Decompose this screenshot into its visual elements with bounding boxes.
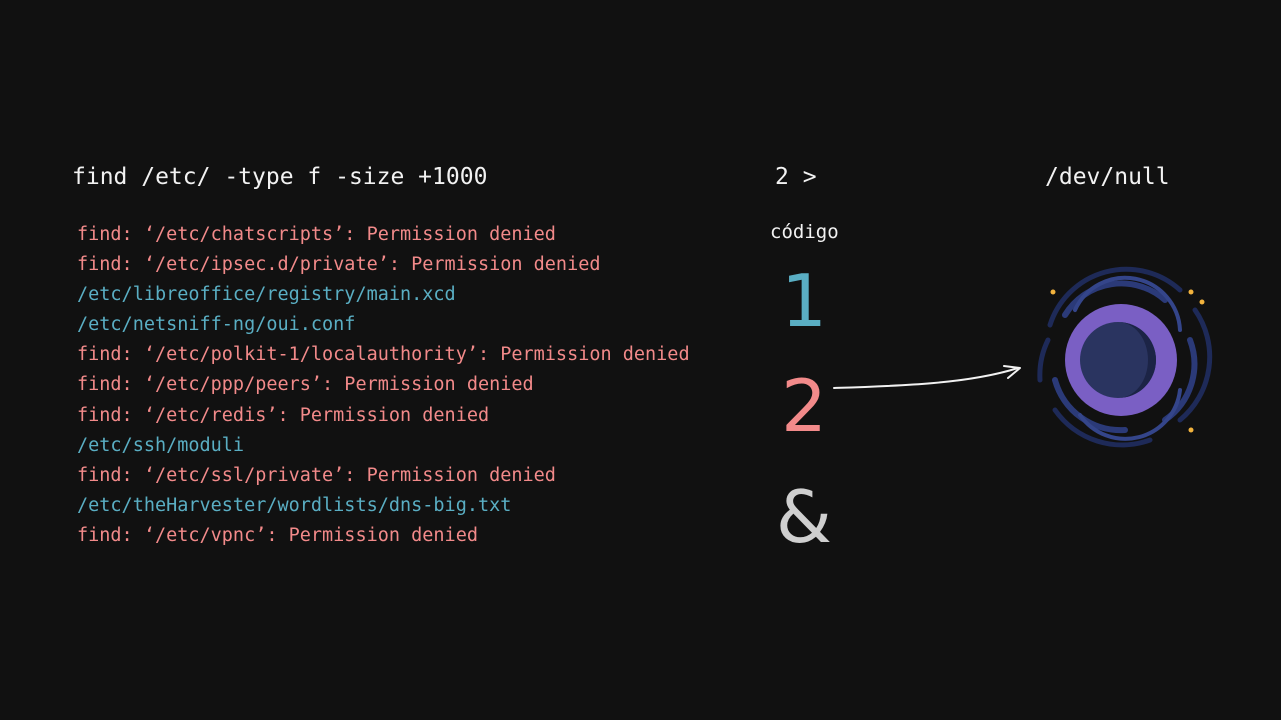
curved-arrow-icon — [833, 365, 1021, 389]
stdout-line: /etc/libreoffice/registry/main.xcd — [77, 284, 456, 306]
code-label: código — [770, 221, 839, 243]
stdout-code: 1 — [781, 259, 827, 343]
stderr-line: find: ‘/etc/vpnc’: Permission denied — [77, 524, 478, 546]
terminal-output: find: ‘/etc/chatscripts’: Permission den… — [77, 221, 690, 552]
command-main: find /etc/ -type f -size +1000 — [72, 164, 488, 190]
stderr-line: find: ‘/etc/redis’: Permission denied — [77, 404, 490, 426]
stdout-line: /etc/ssh/moduli — [77, 434, 245, 456]
stderr-line: find: ‘/etc/ipsec.d/private’: Permission… — [77, 254, 601, 276]
stdout-line: /etc/netsniff-ng/oui.conf — [77, 314, 356, 336]
stderr-line: find: ‘/etc/ppp/peers’: Permission denie… — [77, 374, 534, 396]
black-hole-icon — [1037, 266, 1213, 448]
stderr-line: find: ‘/etc/polkit-1/localauthority’: Pe… — [77, 344, 690, 366]
stdout-line: /etc/theHarvester/wordlists/dns-big.txt — [77, 494, 512, 516]
command-redirect: 2 > — [775, 164, 817, 190]
both-streams-code: & — [775, 475, 833, 559]
command-target: /dev/null — [1045, 164, 1170, 190]
stderr-line: find: ‘/etc/chatscripts’: Permission den… — [77, 224, 556, 245]
stderr-code: 2 — [781, 364, 827, 448]
stderr-line: find: ‘/etc/ssl/private’: Permission den… — [77, 464, 556, 486]
